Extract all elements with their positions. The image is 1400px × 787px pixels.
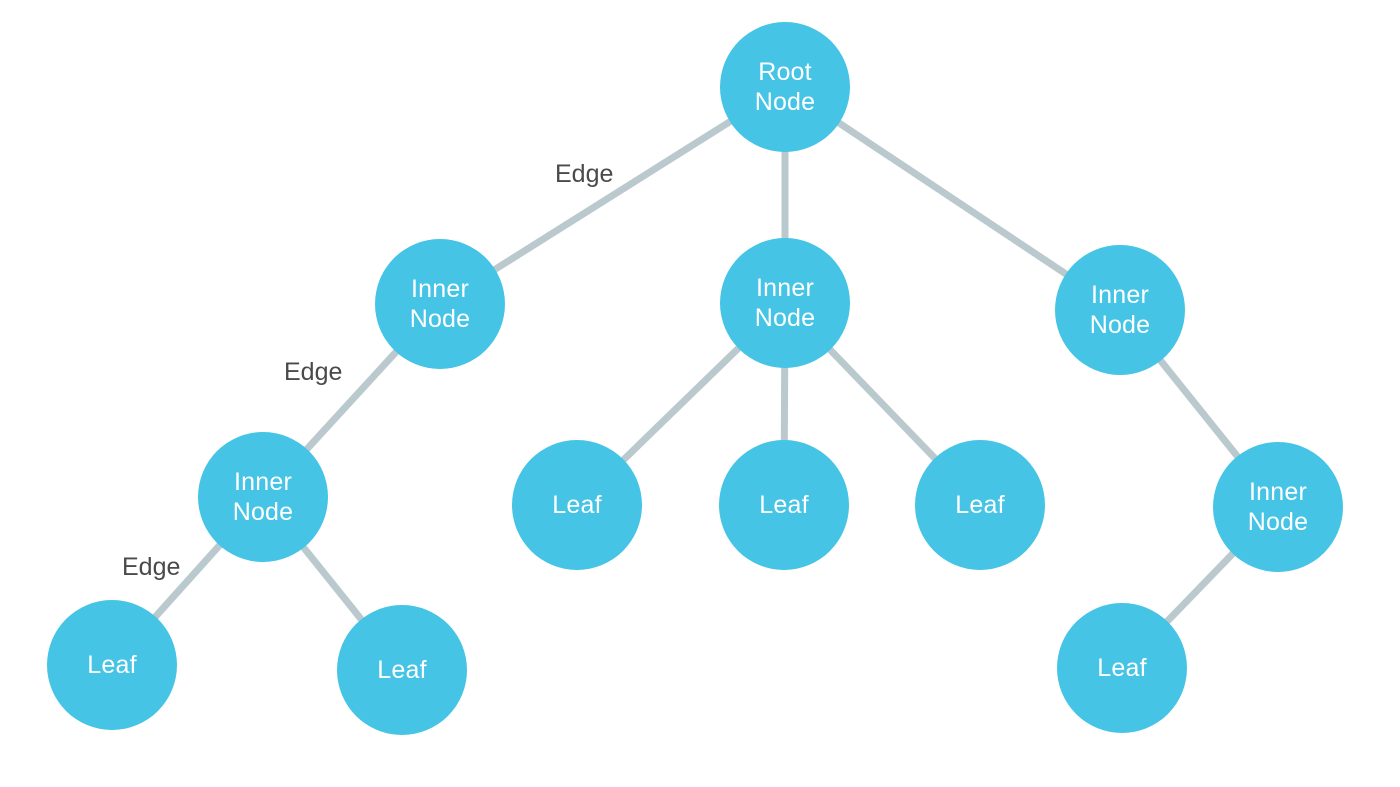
edge-label-1: Edge <box>555 160 614 188</box>
node-leaf-m1[interactable]: Leaf <box>512 440 642 570</box>
edge-innerr2-leafb3 <box>1160 546 1240 629</box>
node-leaf-b3[interactable]: Leaf <box>1057 603 1187 733</box>
node-label-line1: Inner <box>1249 477 1307 506</box>
node-label-line1: Inner <box>234 467 292 496</box>
node-label-line1: Leaf <box>759 490 809 519</box>
node-label-line1: Inner <box>411 274 469 303</box>
node-label-line2: Node <box>754 304 816 332</box>
node-label-line1: Inner <box>756 273 814 302</box>
node-label-line2: Node <box>409 305 471 333</box>
edge-innerm-leafm3 <box>823 343 942 465</box>
node-leaf-b1[interactable]: Leaf <box>47 600 177 730</box>
node-label-line2: Node <box>1247 508 1309 536</box>
node-label-line1: Leaf <box>87 650 137 679</box>
node-leaf-b2[interactable]: Leaf <box>337 605 467 735</box>
edge-label-2: Edge <box>284 358 343 386</box>
edge-root-innerl <box>488 115 737 276</box>
edge-innerl-innerl2 <box>300 345 403 456</box>
node-label-line1: Leaf <box>552 490 602 519</box>
edge-innerl2-leafb2 <box>297 540 368 627</box>
node-leaf-m3[interactable]: Leaf <box>915 440 1045 570</box>
node-leaf-m2[interactable]: Leaf <box>719 440 849 570</box>
node-label-line1: Leaf <box>377 655 427 684</box>
edge-innerl2-leafb1 <box>148 538 227 624</box>
edge-label-3: Edge <box>122 553 181 581</box>
node-label-line1: Leaf <box>955 490 1005 519</box>
edge-innerm-leafm1 <box>616 341 746 467</box>
node-label-line2: Node <box>1089 311 1151 339</box>
node-label-line2: Node <box>232 498 294 526</box>
edge-root-innerr <box>832 116 1073 281</box>
edge-innerr-innerr2 <box>1154 353 1244 464</box>
node-label-line1: Inner <box>1091 280 1149 309</box>
node-label-line1: Leaf <box>1097 653 1147 682</box>
node-label-line1: Root <box>758 57 812 86</box>
node-label-line2: Node <box>754 88 816 116</box>
